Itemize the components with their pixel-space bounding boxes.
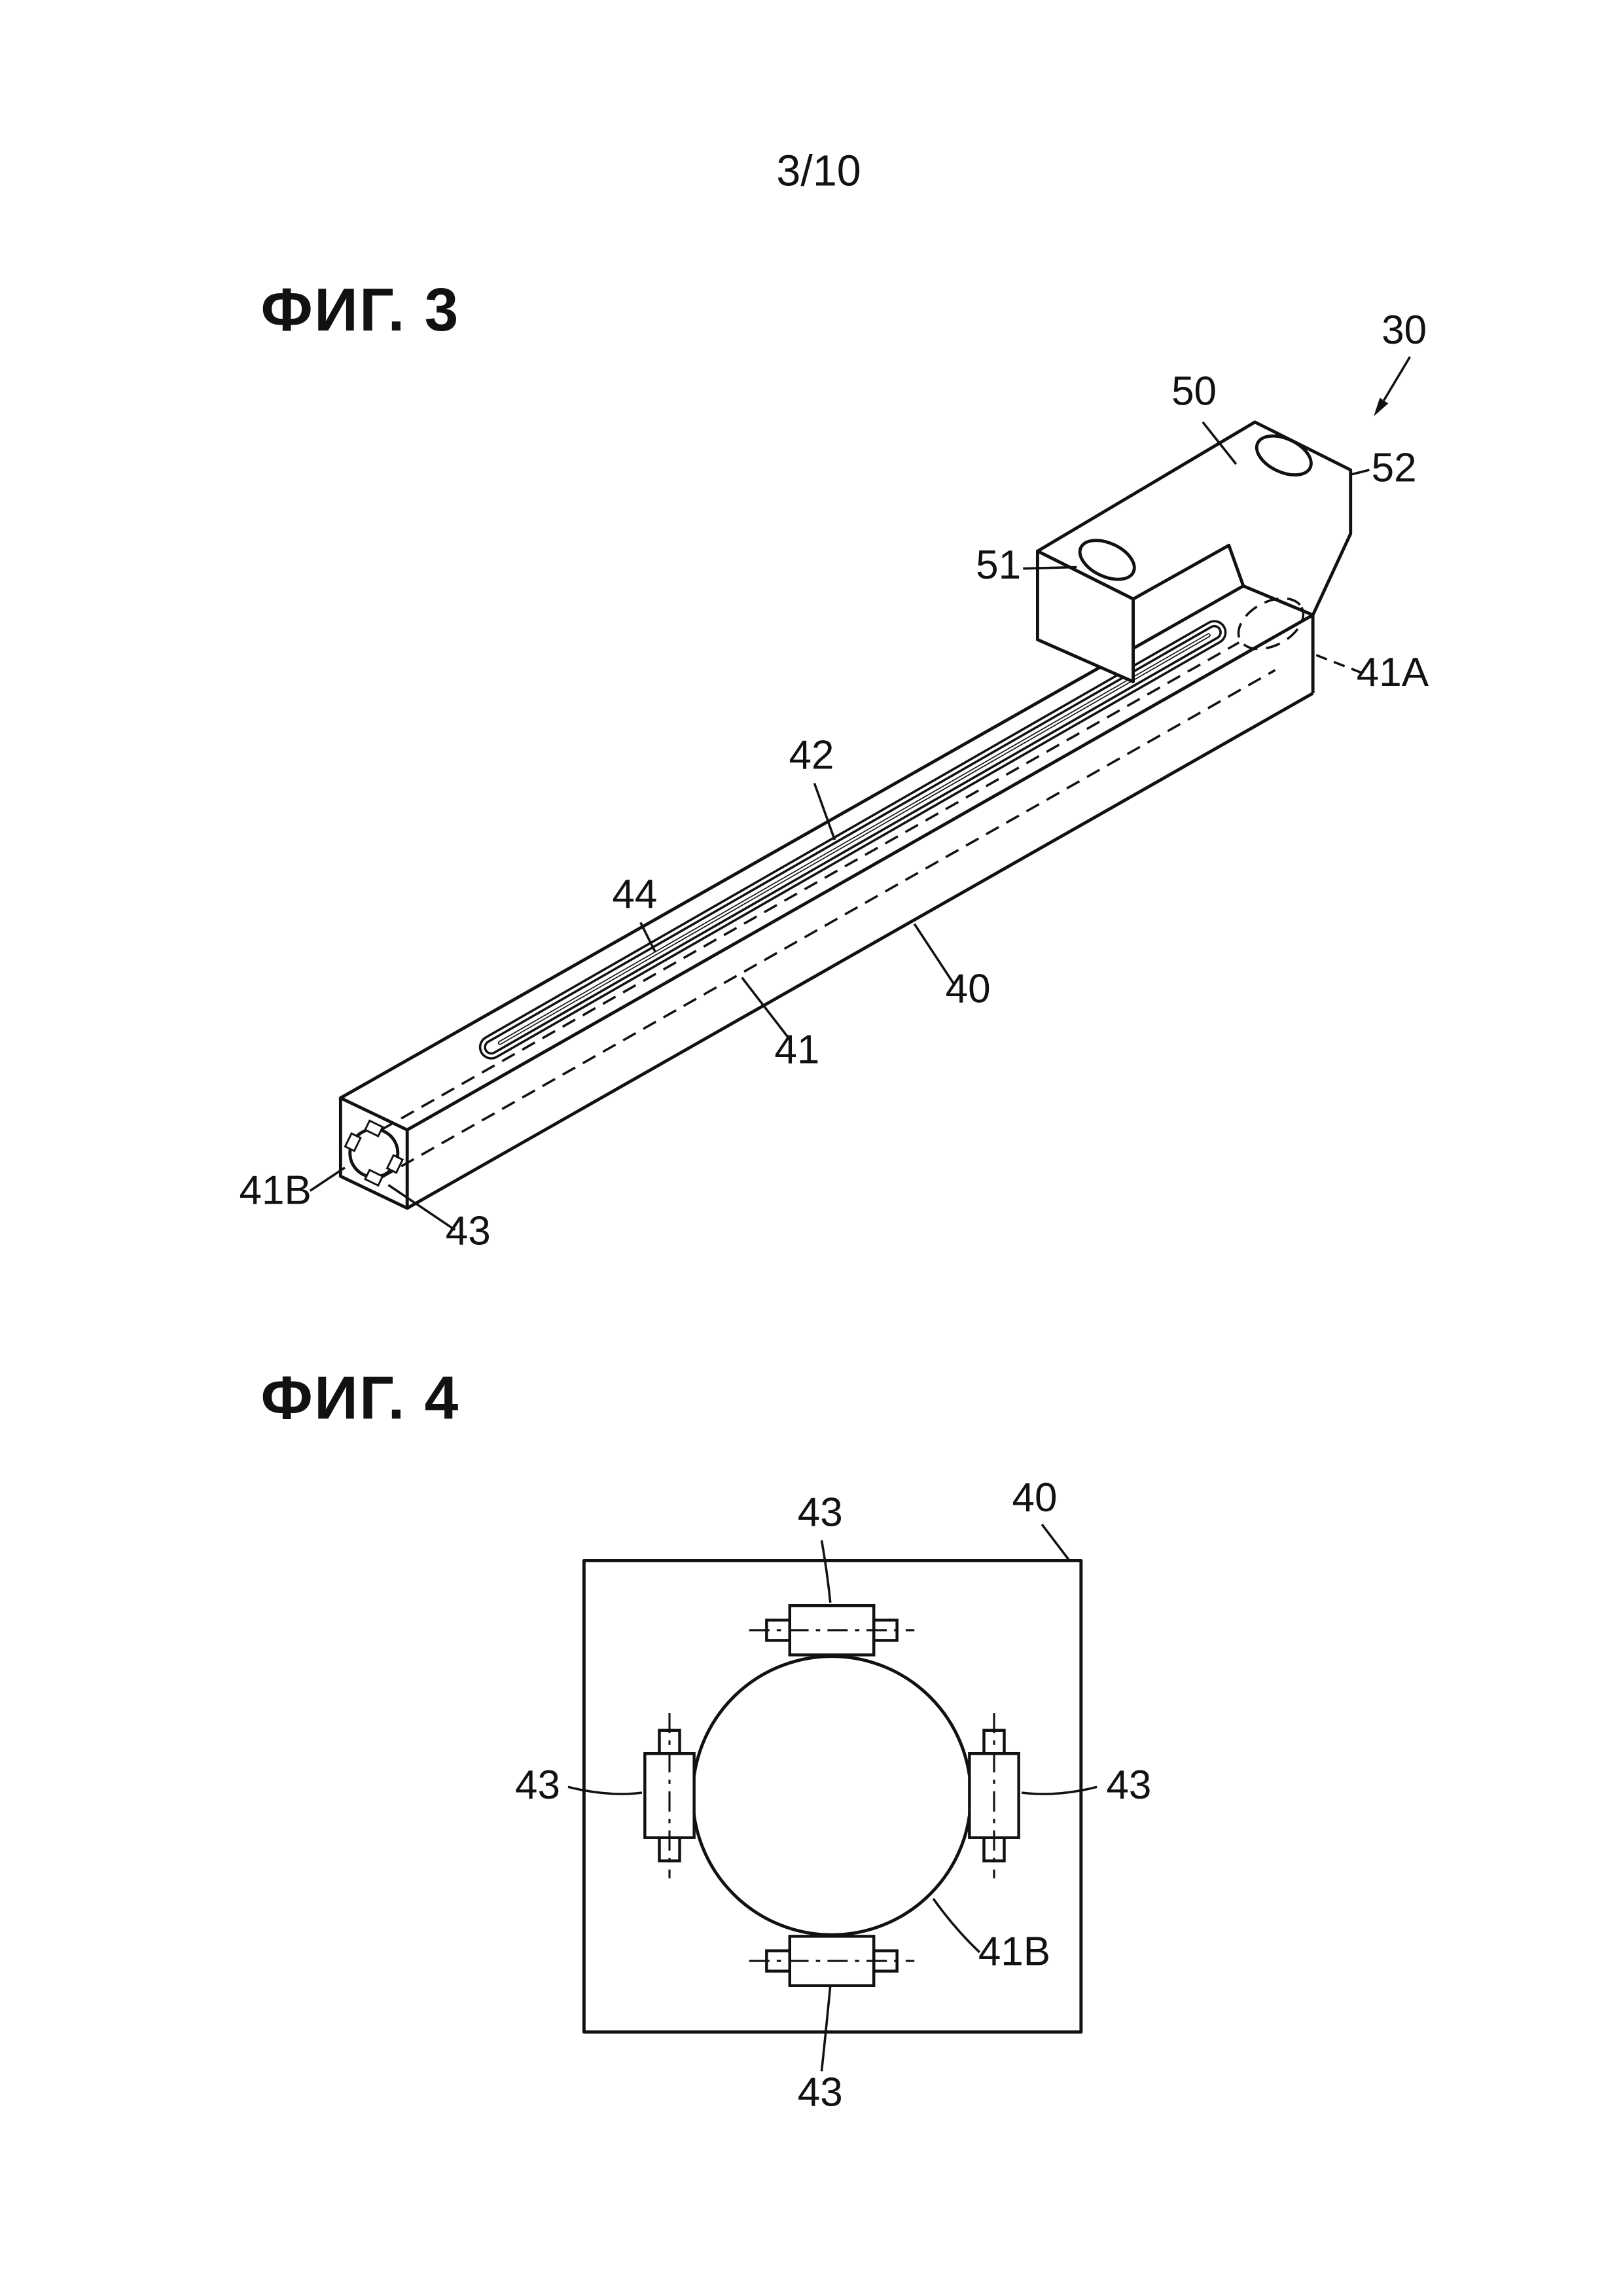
hidden-bore-lines — [380, 641, 1276, 1179]
arrowhead-30 — [1374, 397, 1389, 417]
bore-hidden-line-lower — [380, 669, 1276, 1179]
leader-44 — [639, 922, 656, 952]
figure4-annotations: 40 43 43 43 41B 43 — [515, 1475, 1151, 2115]
leader-fig4-43-left — [567, 1785, 643, 1795]
bar-top-edge — [340, 584, 1245, 1100]
figure3-annotations: 30 50 52 51 41A 42 44 40 41 41B 43 — [240, 308, 1429, 1253]
fig4-housing-square — [582, 1559, 1083, 2034]
leader-fig4-43-top — [820, 1540, 832, 1603]
bore-hidden-line-upper — [380, 641, 1240, 1131]
ref-label-50: 50 — [1171, 368, 1217, 414]
leader-41 — [741, 977, 793, 1043]
ref-label-52: 52 — [1372, 446, 1417, 491]
ref-label-30: 30 — [1382, 308, 1427, 353]
figure4-title: ФИГ. 4 — [261, 1363, 460, 1431]
leader-fig4-41B — [932, 1897, 981, 1954]
ref-label-fig4-43-left: 43 — [515, 1763, 560, 1808]
ref-label-fig4-43-right: 43 — [1106, 1763, 1151, 1808]
bracket-plate — [1035, 420, 1353, 683]
bar-body — [338, 584, 1315, 1210]
leader-fig4-43-bottom — [820, 1985, 832, 2072]
roller-notch-top — [364, 1119, 384, 1138]
leader-41A — [1310, 651, 1363, 674]
ref-label-42: 42 — [789, 732, 834, 778]
page-number: 3/10 — [776, 147, 861, 196]
ref-label-41A: 41A — [1357, 650, 1429, 695]
roller-notch-left — [344, 1132, 362, 1153]
leader-42 — [813, 783, 836, 840]
ref-label-51: 51 — [976, 543, 1021, 588]
figure3-drawing: 30 50 52 51 41A 42 44 40 41 41B 43 — [240, 308, 1429, 1253]
ref-label-41B: 41B — [240, 1168, 312, 1213]
ref-label-43: 43 — [446, 1208, 491, 1253]
roller-bottom — [749, 1935, 915, 1987]
bracket-front-face — [1035, 549, 1135, 683]
roller-left — [643, 1713, 696, 1878]
leader-fig4-40 — [1041, 1523, 1071, 1562]
leader-30 — [1383, 356, 1412, 401]
ref-label-44: 44 — [612, 872, 657, 917]
leader-52 — [1351, 469, 1370, 476]
leader-43 — [387, 1184, 456, 1231]
roller-notch-right — [385, 1154, 404, 1174]
leader-50 — [1202, 421, 1238, 465]
roller-top — [749, 1604, 915, 1657]
mount-hole-51 — [1078, 539, 1136, 581]
roller-notch-bottom — [364, 1168, 384, 1187]
leader-40 — [913, 923, 955, 984]
roller-right — [968, 1713, 1020, 1878]
guide-slot — [478, 620, 1227, 1060]
figure4-drawing: 40 43 43 43 41B 43 — [515, 1475, 1151, 2115]
slot-through-fill — [499, 634, 1210, 1044]
bar-bottom-edge — [406, 692, 1314, 1210]
mount-hole-52 — [1255, 434, 1313, 477]
ref-label-fig4-43-bottom: 43 — [798, 2070, 843, 2115]
ref-label-fig4-43-top: 43 — [798, 1490, 843, 1535]
ref-label-fig4-40: 40 — [1012, 1475, 1058, 1520]
leader-fig4-43-right — [1021, 1785, 1097, 1795]
ref-label-40: 40 — [946, 966, 991, 1011]
leader-41B — [309, 1166, 346, 1192]
ref-label-41: 41 — [774, 1027, 819, 1072]
ref-label-fig4-41B: 41B — [978, 1929, 1050, 1975]
leader-51 — [1023, 565, 1077, 570]
figure3-title: ФИГ. 3 — [261, 276, 460, 344]
fig4-bore-circle — [690, 1655, 973, 1937]
bar-mid-edge — [406, 613, 1314, 1132]
end-cross-section — [344, 1119, 404, 1187]
